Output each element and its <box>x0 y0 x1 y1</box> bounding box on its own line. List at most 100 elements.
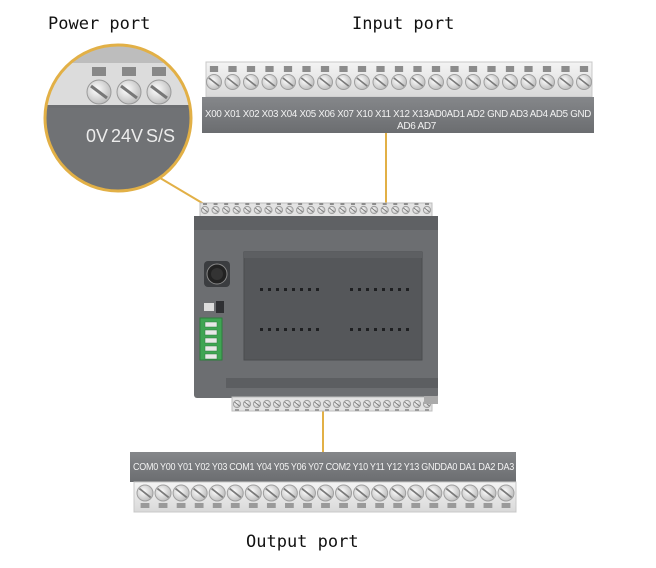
plc-bottom-screw <box>362 399 372 411</box>
power-port-zoom: 0V 24V S/S <box>43 43 193 193</box>
input-terminal-screw <box>465 66 481 90</box>
status-led-dots <box>260 288 409 331</box>
plc-bottom-screw <box>322 399 332 411</box>
input-port-caption: Input port <box>352 14 455 34</box>
status-led <box>260 328 263 331</box>
plc-bottom-screw <box>292 399 302 411</box>
plc-bottom-screw <box>342 399 352 411</box>
input-terminal-screw <box>428 66 444 90</box>
status-led <box>284 288 287 291</box>
plc-bottom-screw <box>382 399 392 411</box>
output-terminal-screw <box>226 484 244 508</box>
power-screw-0v <box>86 79 112 105</box>
plc-top-screw <box>243 203 252 215</box>
plc-top-terminals <box>200 203 432 215</box>
status-led <box>350 328 353 331</box>
input-terminal-screw <box>354 66 370 90</box>
plc-top-screw <box>232 203 241 215</box>
status-led <box>390 328 393 331</box>
input-terminal-screw <box>372 66 389 90</box>
plc-top-screw <box>274 203 284 215</box>
status-led <box>300 328 303 331</box>
plc-bottom-screw <box>332 399 342 411</box>
plc-top-screw <box>412 203 421 215</box>
input-terminal-screw <box>280 66 296 90</box>
status-led <box>292 328 295 331</box>
status-led <box>292 288 295 291</box>
plc-top-screw <box>285 203 294 215</box>
status-led <box>366 288 369 291</box>
status-led <box>260 288 263 291</box>
input-screws <box>206 66 592 90</box>
plc-top-screw <box>422 203 432 215</box>
output-labels-line1: COM0 Y00 Y01 Y02 Y03 COM1 Y04 Y05 Y06 Y0… <box>133 462 515 473</box>
plc-top-screw <box>317 203 326 215</box>
input-terminal-block: X00 X01 X02 X03 X04 X05 X06 X07 X10 X11 … <box>202 61 594 133</box>
status-led <box>406 288 409 291</box>
plc-top-screw <box>306 203 315 215</box>
plc-top-screw <box>338 203 347 215</box>
status-led <box>382 328 385 331</box>
status-led <box>276 328 279 331</box>
input-terminal-screw <box>483 66 500 90</box>
status-led <box>406 328 409 331</box>
output-terminal-screw <box>407 484 425 508</box>
input-terminal-screw <box>298 66 315 90</box>
status-led <box>398 328 401 331</box>
plc-bottom-screw <box>272 399 282 411</box>
status-led <box>300 288 303 291</box>
plc-top-screw <box>200 203 210 215</box>
plc-top-screw <box>391 203 400 215</box>
plc-bottom-screw <box>372 399 382 411</box>
output-terminal-screw <box>298 484 316 508</box>
plc-top-screw <box>264 203 273 215</box>
input-terminal-screw <box>224 66 241 90</box>
output-terminal-screw <box>371 484 389 508</box>
status-led <box>284 328 287 331</box>
status-led <box>308 328 311 331</box>
output-terminal-screw <box>317 484 334 508</box>
input-terminal-screw <box>576 66 592 90</box>
plc-top-screw <box>327 203 336 215</box>
status-led <box>268 288 271 291</box>
input-terminal-screw <box>446 66 463 90</box>
input-labels-line2: AD6 AD7 <box>397 121 437 132</box>
power-terminal-ss: S/S <box>146 126 175 146</box>
input-terminal-screw <box>502 66 518 90</box>
input-label-strip <box>202 97 594 133</box>
output-terminal-screw <box>425 484 443 508</box>
output-terminal-screw <box>335 484 353 508</box>
plc-bottom-screw <box>262 399 272 411</box>
plc-bottom-screw <box>412 399 422 411</box>
plc-bottom-screw <box>312 399 322 411</box>
input-terminal-screw <box>261 66 278 90</box>
output-port-caption: Output port <box>246 532 359 552</box>
plc-top-screw <box>222 203 231 215</box>
power-port-caption: Power port <box>48 14 151 34</box>
power-terminal-0v: 0V <box>86 126 108 146</box>
output-terminal-screw <box>443 484 461 508</box>
output-label-strip <box>130 452 516 482</box>
input-terminal-screw <box>206 66 222 90</box>
output-terminal-screw <box>461 484 479 508</box>
plc-bottom-screw <box>402 399 412 411</box>
input-terminal-screw <box>317 66 333 90</box>
status-led <box>308 288 311 291</box>
power-terminal-24v: 24V <box>111 126 143 146</box>
plc-bottom-screw <box>392 399 402 411</box>
output-screws <box>136 484 515 508</box>
output-terminal-screw <box>497 484 515 508</box>
plc-bottom-screw <box>352 399 362 411</box>
input-terminal-screw <box>243 66 259 90</box>
plc-top-screw <box>211 203 220 215</box>
status-led <box>390 288 393 291</box>
plc-bottom-screw <box>252 399 262 411</box>
plc-top-screw <box>348 203 358 215</box>
output-terminal-screw <box>389 484 407 508</box>
status-led <box>366 328 369 331</box>
plc-top-screw <box>380 203 389 215</box>
output-terminal-screw <box>353 484 371 508</box>
status-led <box>374 288 377 291</box>
status-led <box>316 328 319 331</box>
output-terminal-screw <box>136 484 154 508</box>
